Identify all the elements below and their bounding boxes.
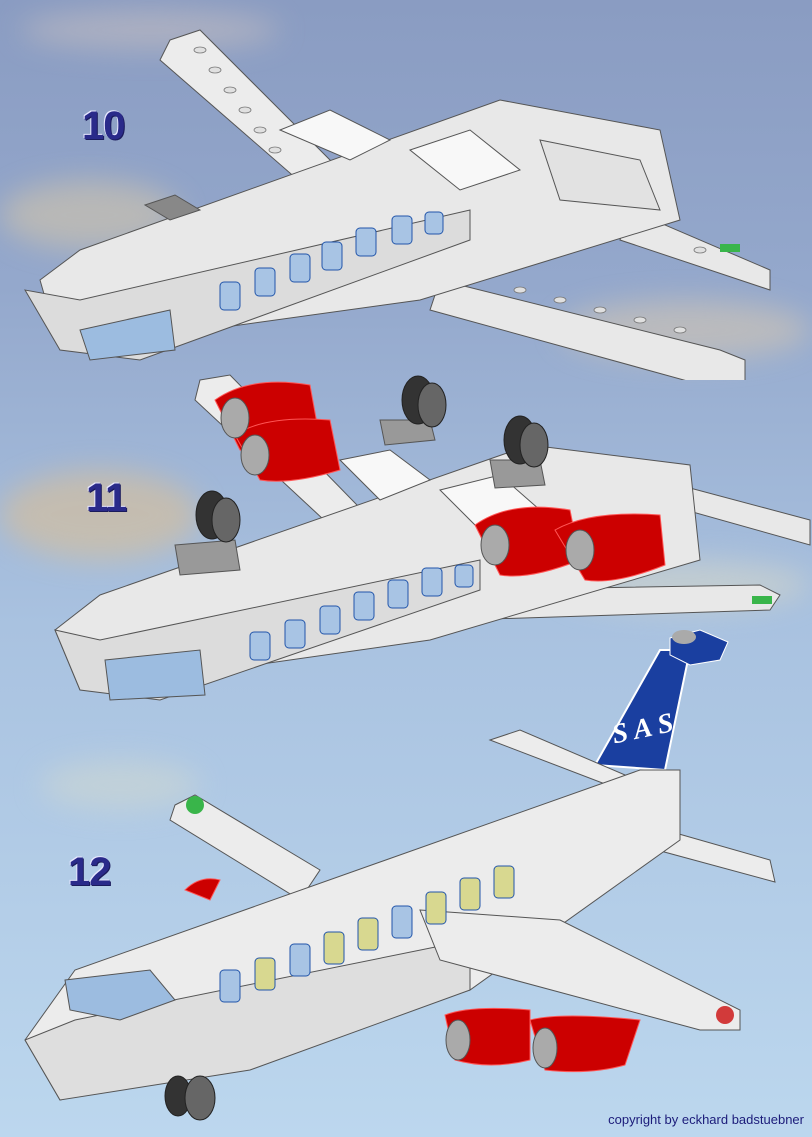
cloud: [40, 760, 200, 810]
step-12-illustration: SAS: [24, 629, 776, 1121]
cloud: [0, 470, 200, 560]
step-number-10: 10: [82, 104, 125, 148]
step-number-11: 11: [86, 476, 127, 520]
cloud: [20, 10, 280, 50]
step-10-illustration: [24, 29, 771, 380]
step-number-12: 12: [68, 850, 111, 894]
sas-tail-fin: SAS: [593, 629, 729, 772]
copyright-notice: copyright by eckhard badstuebner: [608, 1112, 804, 1127]
step-11-illustration: [54, 374, 811, 701]
